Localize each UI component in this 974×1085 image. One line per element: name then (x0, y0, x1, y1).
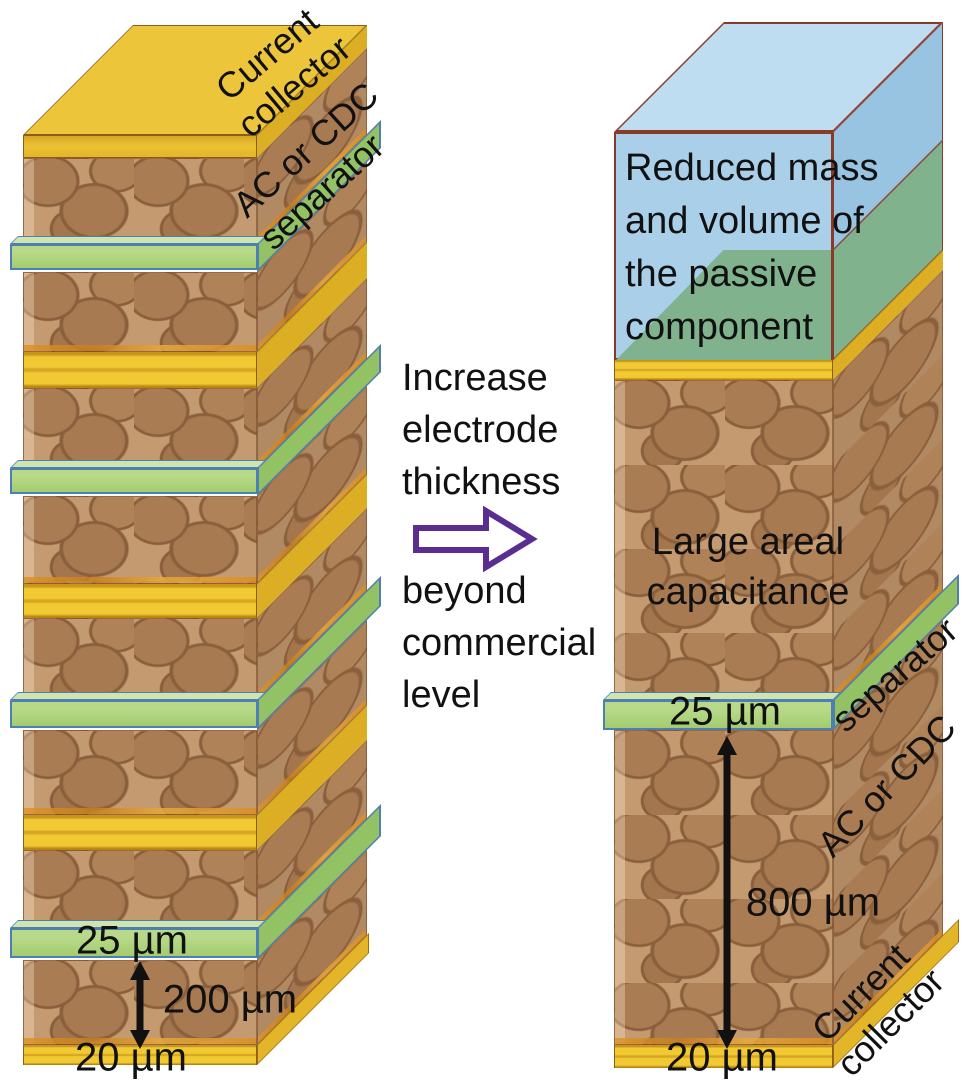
electrode-thickness-label: 200 µm (162, 977, 298, 1022)
current-collector-layer (23, 815, 257, 850)
separator-thickness-label: 25 µm (669, 689, 781, 734)
separator-layer (10, 244, 258, 270)
separator-layer (10, 700, 258, 728)
separator-layer (10, 468, 258, 494)
current-collector-layer (614, 1045, 833, 1068)
collector-thickness-label: 20 µm (666, 1035, 778, 1080)
separator-top-sliver (10, 692, 266, 700)
current-collector-layer (23, 352, 257, 388)
separator-layer (10, 928, 258, 958)
transition-caption: Increase electrode thickness beyond comm… (398, 348, 628, 728)
current-collector-layer (23, 584, 257, 618)
up-down-arrow-icon (717, 736, 737, 1049)
separator-thickness-label: 25 µm (76, 918, 188, 963)
passive-box (614, 132, 833, 360)
up-down-arrow-icon (130, 961, 150, 1049)
separator-top-sliver (10, 236, 266, 244)
electrode-layer (23, 618, 257, 700)
areal-capacitance-text: Large areal capacitance (646, 521, 850, 613)
transition-text-top: Increase electrode thickness (402, 357, 561, 503)
electrode-layer (23, 388, 257, 468)
separator-layer (603, 700, 833, 730)
electrode-thickness-label: 800 µm (745, 880, 881, 925)
current-collector-layer (23, 135, 257, 158)
electrode-layer (23, 730, 257, 815)
transition-text-bottom: beyond commercial level (402, 570, 597, 716)
left-stack: Current collector AC or CDC separator 25… (0, 0, 400, 1085)
passive-box-text: Reduced mass and volume of the passive c… (625, 147, 879, 348)
electrode-layer (23, 850, 257, 928)
current-collector-layer (23, 1045, 257, 1065)
right-stack: Reduced mass and volume of the passive c… (595, 0, 974, 1085)
electrode-layer (614, 380, 833, 700)
electrode-layer (23, 158, 257, 244)
separator-top-sliver (10, 460, 266, 468)
collector-thickness-label: 20 µm (75, 1035, 187, 1080)
right-arrow-icon (413, 506, 538, 572)
current-collector-layer (614, 360, 833, 380)
electrode-layer (23, 496, 257, 584)
electrode-layer (23, 272, 257, 352)
